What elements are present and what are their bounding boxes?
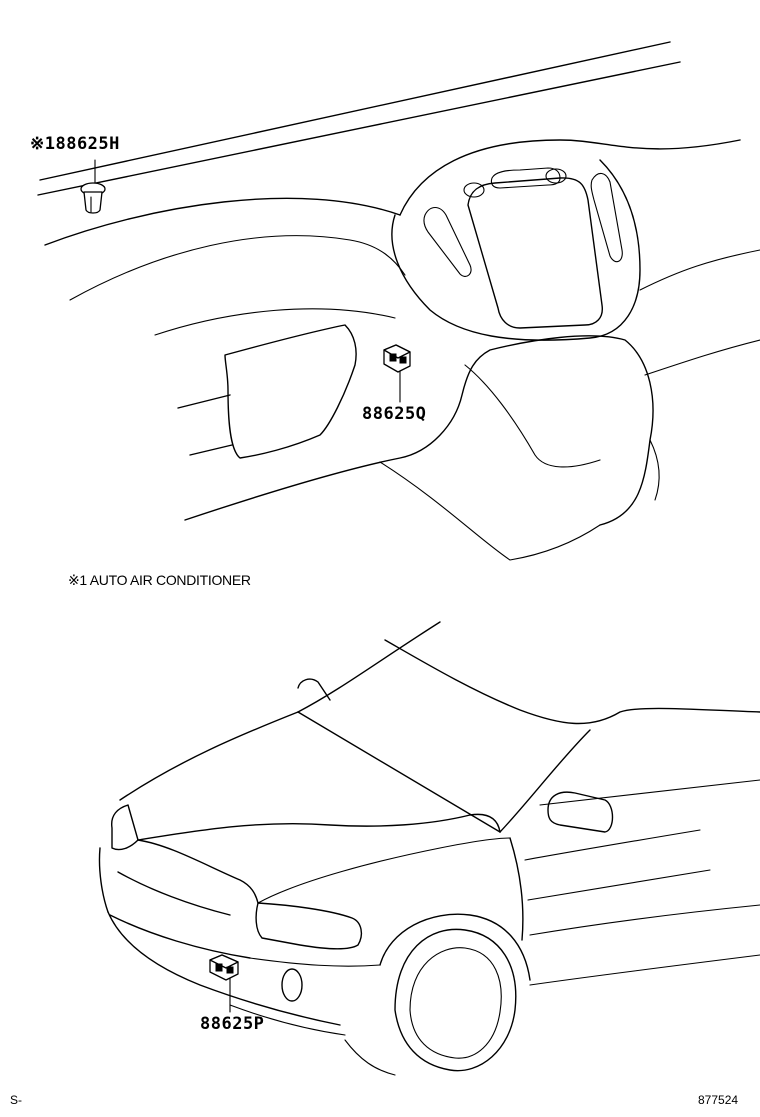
diagram-number: 877524 (698, 1093, 739, 1107)
footnote-auto-air-conditioner: ※1 AUTO AIR CONDITIONER (68, 572, 251, 588)
part-label-88625q: 88625Q (362, 404, 427, 424)
vehicle-drawing (98, 621, 760, 1076)
sensor-88625p-icon (209, 954, 239, 981)
part-label-88625h: ※188625H (30, 134, 120, 154)
dashboard-drawing (37, 41, 760, 561)
sensor-88625q-icon (383, 344, 411, 373)
part-label-88625p: 88625P (200, 1014, 265, 1034)
sensor-88625h-icon (80, 182, 106, 214)
footer-left-code: S- (10, 1093, 22, 1107)
